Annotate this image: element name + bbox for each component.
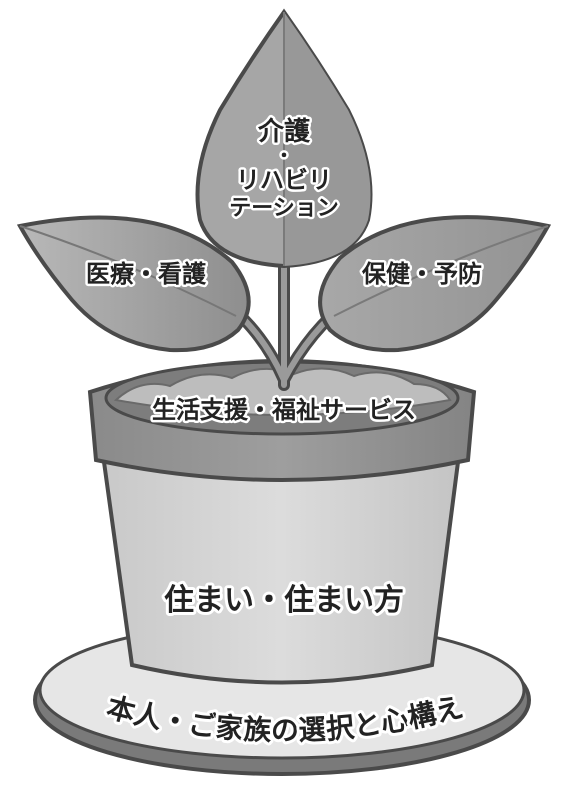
center-leaf-line-3: リハビリ	[236, 166, 332, 194]
center-leaf-line-4: テーション	[229, 196, 339, 221]
soil	[113, 367, 452, 416]
left-leaf-label: 医療・看護	[86, 260, 207, 288]
center-leaf-text: 介護 ・ リハビリ テーション	[227, 114, 342, 224]
center-leaf-line-2: ・	[275, 146, 293, 167]
left-leaf	[16, 215, 251, 353]
center-leaf	[195, 8, 373, 269]
right-leaf-label: 保健・予防	[361, 260, 482, 288]
center-leaf-line-1: 介護	[257, 116, 311, 147]
pot-label: 住まい・住まい方	[164, 583, 404, 618]
right-leaf	[318, 215, 552, 353]
soil-label: 生活支援・福祉サービス	[152, 396, 416, 424]
